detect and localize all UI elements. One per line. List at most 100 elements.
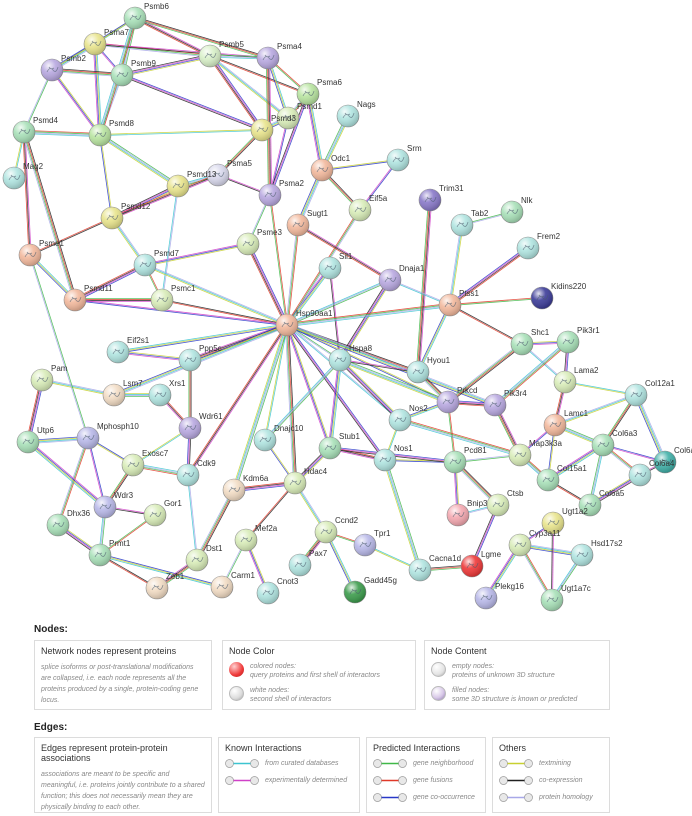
node-Wdr3[interactable] (93, 495, 117, 519)
node-Hsp90aa1[interactable] (275, 313, 299, 337)
node-Nos1[interactable] (373, 448, 397, 472)
node-Bnip3[interactable] (446, 503, 470, 527)
node-Col15a1[interactable] (536, 468, 560, 492)
node-Col12a1[interactable] (624, 383, 648, 407)
node-Pcd81[interactable] (443, 450, 467, 474)
node-Lsm7[interactable] (102, 383, 126, 407)
node-Plekg16[interactable] (474, 586, 498, 610)
node-Psmb2[interactable] (40, 58, 64, 82)
node-Nlk[interactable] (500, 200, 524, 224)
node-Psmb9[interactable] (110, 63, 134, 87)
node-Lama2[interactable] (553, 370, 577, 394)
edge-Ugt1a2-Ugt1a7c (551, 522, 554, 601)
node-Ugt1a7c[interactable] (540, 588, 564, 612)
node-Srm[interactable] (386, 148, 410, 172)
node-Hspa8[interactable] (328, 348, 352, 372)
node-Col6a3[interactable] (591, 433, 615, 457)
edge-Psmd13-Psmc1 (161, 185, 179, 301)
node-Mef2a[interactable] (234, 528, 258, 552)
node-Pam[interactable] (30, 368, 54, 392)
node-Trim31[interactable] (418, 188, 442, 212)
node-Prmt1[interactable] (88, 543, 112, 567)
node-Frem2[interactable] (516, 236, 540, 260)
node-Psmd8[interactable] (88, 123, 112, 147)
node-Tab2[interactable] (450, 213, 474, 237)
node-Psmd3[interactable] (250, 118, 274, 142)
node-Exosc7[interactable] (121, 453, 145, 477)
edge-Hsp90aa1-Stub1 (285, 324, 332, 449)
node-Eif5a[interactable] (348, 198, 372, 222)
node-Cacna1d[interactable] (408, 558, 432, 582)
node-Dnaja1[interactable] (378, 268, 402, 292)
node-Psma7[interactable] (83, 32, 107, 56)
node-Hdac4[interactable] (283, 471, 307, 495)
node-Ccnd2[interactable] (314, 520, 338, 544)
node-Mag2[interactable] (2, 166, 26, 190)
edge-Lamc1-Col12a1 (554, 393, 637, 427)
node-Psmd13[interactable] (166, 174, 190, 198)
node-Prkcd[interactable] (436, 390, 460, 414)
node-Psma5[interactable] (206, 163, 230, 187)
node-Sil1[interactable] (318, 256, 342, 280)
node-Col6a4[interactable] (628, 463, 652, 487)
node-Sugt1[interactable] (286, 213, 310, 237)
node-Psmc1[interactable] (150, 288, 174, 312)
node-Psma4[interactable] (256, 46, 280, 70)
node-Lgme[interactable] (460, 554, 484, 578)
node-Psmd1[interactable] (276, 106, 300, 130)
node-Col6a5[interactable] (578, 493, 602, 517)
node-Gor1[interactable] (143, 503, 167, 527)
node-Psmd11[interactable] (63, 288, 87, 312)
node-Psma2[interactable] (258, 183, 282, 207)
node-Dst1[interactable] (185, 548, 209, 572)
legend-cooccurrence-label: gene co-occurrence (413, 794, 475, 801)
node-label-Trim31: Trim31 (439, 184, 464, 193)
node-label-Zeb1: Zeb1 (166, 572, 185, 581)
node-label-Col6a5: Col6a5 (599, 489, 625, 498)
node-Pik3r4[interactable] (483, 393, 507, 417)
node-Psmb5[interactable] (198, 44, 222, 68)
node-Kdm6a[interactable] (222, 478, 246, 502)
node-Shc1[interactable] (510, 332, 534, 356)
node-Hsd17s2[interactable] (570, 543, 594, 567)
node-Kidins220[interactable] (530, 286, 554, 310)
node-Dhx36[interactable] (46, 513, 70, 537)
node-label-Psme3: Psme3 (257, 228, 282, 237)
node-Pax7[interactable] (288, 553, 312, 577)
node-Lamc1[interactable] (543, 413, 567, 437)
node-Nos2[interactable] (388, 408, 412, 432)
node-Cdk9[interactable] (176, 463, 200, 487)
node-Psme3[interactable] (236, 232, 260, 256)
node-Psmd7[interactable] (133, 253, 157, 277)
node-Mphosph10[interactable] (76, 426, 100, 450)
node-Psma6[interactable] (296, 82, 320, 106)
node-label-Nlk: Nlk (521, 196, 534, 205)
node-Eif2s1[interactable] (106, 340, 130, 364)
node-Psmb6[interactable] (123, 6, 147, 30)
node-Ugt1a2[interactable] (541, 511, 565, 535)
node-Carm1[interactable] (210, 575, 234, 599)
node-Hyou1[interactable] (406, 360, 430, 384)
node-Odc1[interactable] (310, 158, 334, 182)
node-Tpr1[interactable] (353, 533, 377, 557)
node-Zeb1[interactable] (145, 576, 169, 600)
node-Ptss1[interactable] (438, 293, 462, 317)
node-Ppp5c[interactable] (178, 348, 202, 372)
node-Psme1[interactable] (18, 243, 42, 267)
node-Stub1[interactable] (318, 436, 342, 460)
node-Utp6[interactable] (16, 430, 40, 454)
node-Psmd4[interactable] (12, 120, 36, 144)
node-Xrs1[interactable] (148, 383, 172, 407)
node-Map3k3a[interactable] (508, 443, 532, 467)
node-Gadd45g[interactable] (343, 580, 367, 604)
node-label-Cnot3: Cnot3 (277, 577, 299, 586)
node-Wdr61[interactable] (178, 416, 202, 440)
node-Ctsb[interactable] (486, 493, 510, 517)
node-Pik3r1[interactable] (556, 330, 580, 354)
node-Psmd12[interactable] (100, 206, 124, 230)
node-Cnot3[interactable] (256, 581, 280, 605)
node-Cyp3a11[interactable] (508, 533, 532, 557)
node-Col6a6[interactable] (653, 450, 677, 474)
node-Dnajc10[interactable] (253, 428, 277, 452)
node-Nags[interactable] (336, 104, 360, 128)
